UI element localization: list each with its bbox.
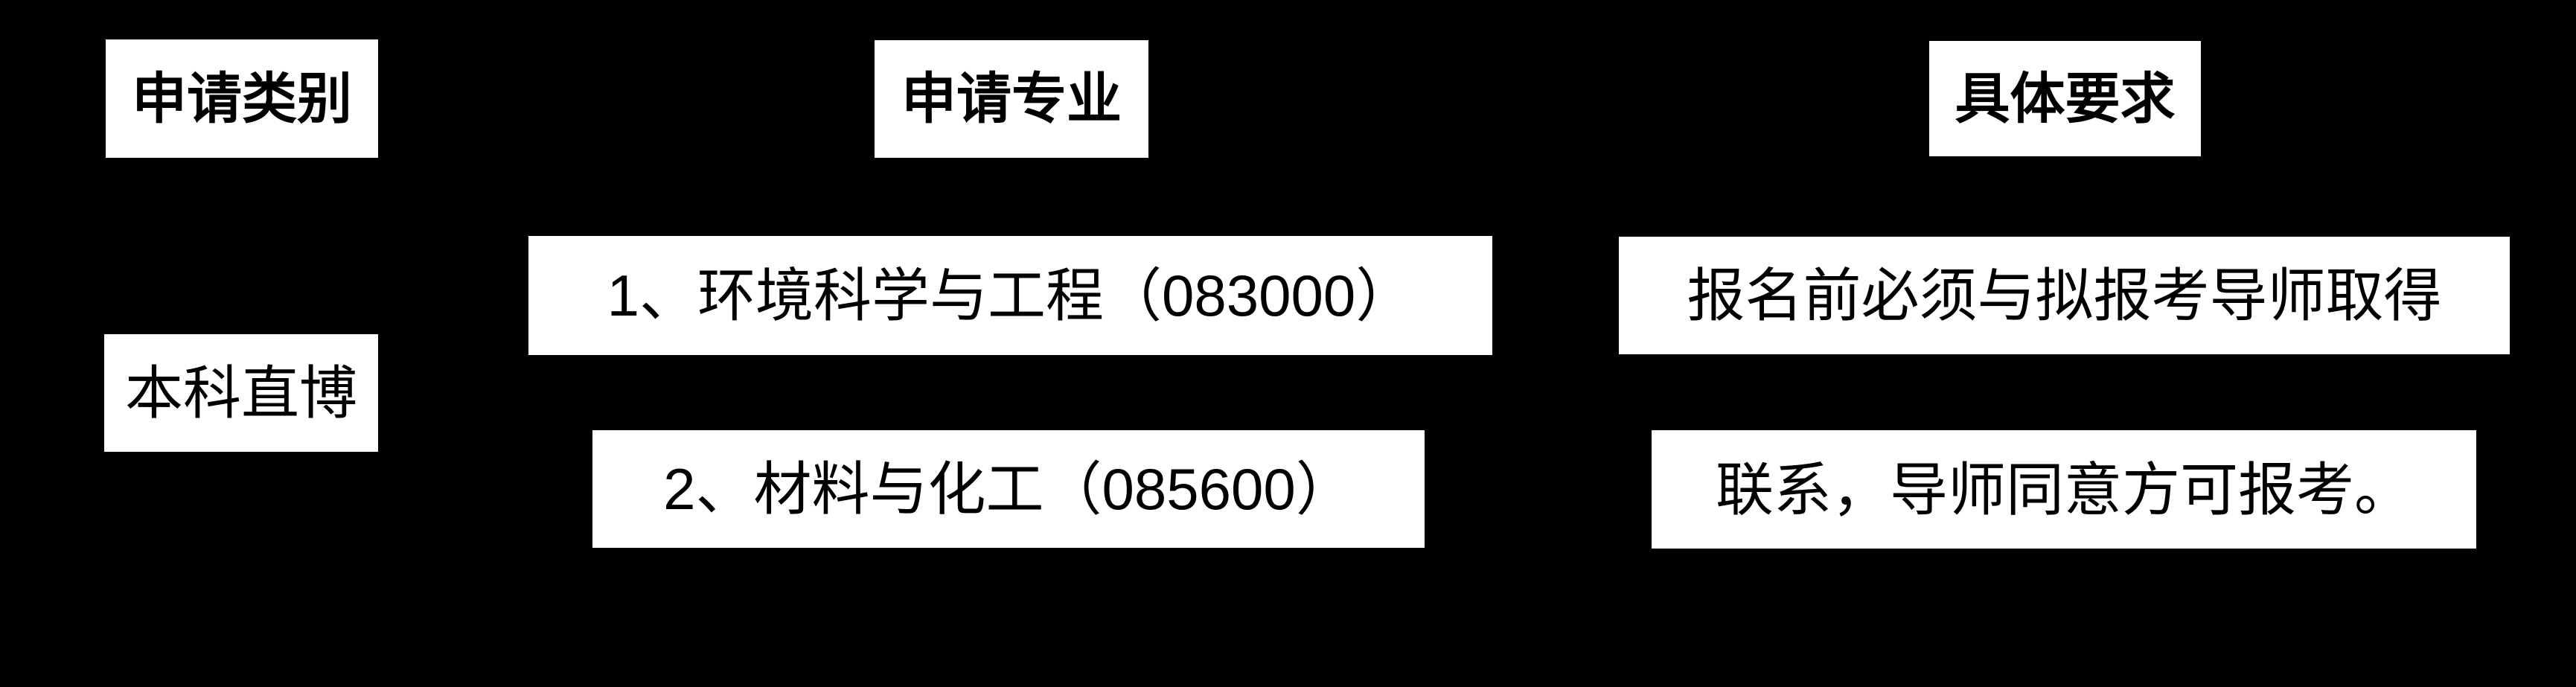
table-cell-requirement-line-2: 联系，导师同意方可报考。 <box>1652 430 2476 549</box>
table-cell-requirement-line-1: 报名前必须与拟报考导师取得 <box>1619 237 2510 354</box>
table-header-major: 申请专业 <box>875 40 1148 158</box>
table-header-category: 申请类别 <box>106 39 378 158</box>
table-cell-major-line-2: 2、材料与化工（085600） <box>592 430 1425 548</box>
table-cell-major-line-1: 1、环境科学与工程（083000） <box>528 236 1492 355</box>
table-header-requirement: 具体要求 <box>1929 41 2201 156</box>
table-cell-category-value: 本科直博 <box>104 334 378 452</box>
